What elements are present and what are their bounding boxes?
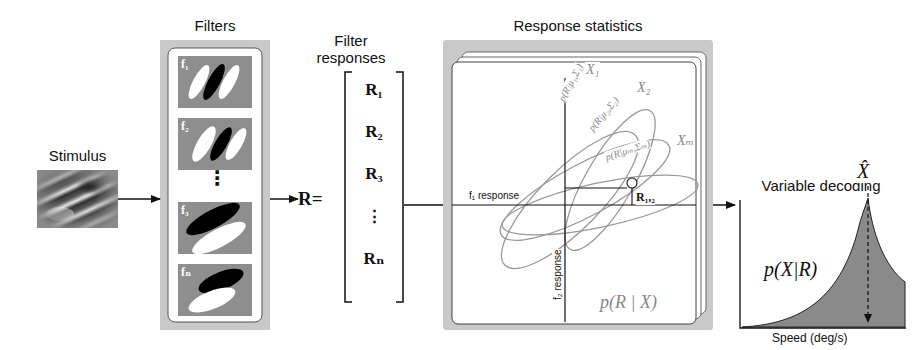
vector-entry: ⋮ [345,206,403,227]
connector [118,198,160,200]
panel-ground [160,40,270,330]
posterior-curve [742,198,905,327]
decoding-plot: Variable decoding [735,200,907,330]
panel-label: p(R | X) [600,292,657,313]
axes [452,78,696,322]
connector [404,204,443,206]
variable-label: Xₘ [676,132,695,149]
vector-symbol: R= [298,188,323,210]
heading: Filters [160,17,270,34]
axis-label: Speed (deg/s) [772,331,847,345]
estimate-line [867,186,868,318]
stacked-page [452,62,696,324]
vector-entry: Rₙ [345,248,403,269]
stimulus-box: Stimulus [37,170,118,228]
filter-tile: f₃ [178,202,252,254]
vector-entry: R₃ [345,164,403,184]
response-vector: Filter responsesR=R₁R₂R₃⋮Rₙ [298,72,404,302]
filter-name: f₂ [181,119,189,134]
variable-label: X₂ [636,80,651,96]
panel-frame [168,48,262,322]
estimate-label: X̂ [857,160,869,183]
statistics-panel: Response statistics [443,40,713,330]
panel-ground [443,40,713,330]
connector [713,204,735,206]
connector [270,198,298,200]
axis-label: f₂ response [552,249,563,300]
filter-tile: fₙ [178,264,252,316]
heading: Stimulus [33,147,123,164]
axis-label: f₁ response [468,190,520,201]
heading: Filter responses [306,32,396,66]
filter-patches [178,56,252,318]
filter-name: fₙ [181,265,191,280]
filter-name: f₃ [181,203,189,218]
ellipsis: ⋮ [207,166,227,190]
posterior-label: p(X|R) [762,258,819,281]
point-label: R₁,₂ [636,190,655,205]
vector-brackets [345,72,403,302]
filter-name: f₁ [181,57,189,72]
vector-entry: R₂ [345,122,403,142]
heading: Response statistics [498,17,658,34]
filter-tile: f₁ [178,56,252,108]
variable-label: X₁ [585,62,600,78]
plot-axes [740,200,906,328]
sample-point [565,178,637,205]
filter-tile: f₂ [178,118,252,170]
estimate-arrowhead [864,314,872,323]
vector-entry: R₁ [345,80,403,100]
stimulus-image [37,170,118,228]
